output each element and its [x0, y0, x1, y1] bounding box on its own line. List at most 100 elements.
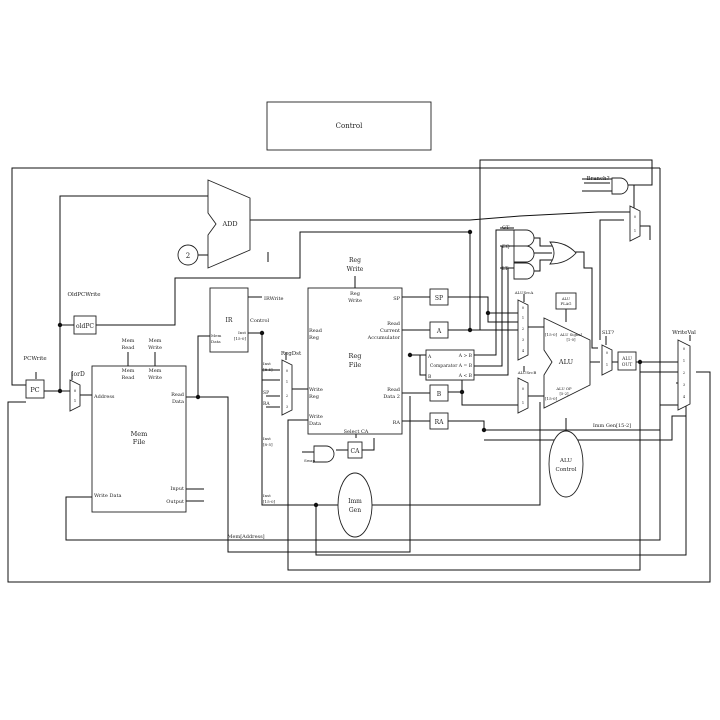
memory-file: Mem Read Mem Write Mem Read Mem Write Ad… — [91, 338, 265, 540]
flags-or-gate — [549, 241, 577, 265]
alusrca-mux — [517, 299, 529, 361]
gt-and-gate — [513, 229, 535, 247]
alu-out-line2: OUT — [622, 362, 632, 368]
memread-top-line2: Read — [122, 345, 136, 351]
alu-control-line1: ALU — [559, 458, 572, 464]
inst-bottom-line1: Inst — [263, 436, 271, 441]
comparator: A B A > B Comparator A = B A < B — [425, 349, 475, 381]
regfile-regwrite-line2: Write — [348, 298, 362, 304]
junction-dot — [485, 310, 491, 316]
irwrite-label: IRWrite — [264, 296, 284, 302]
slt-mux — [601, 344, 613, 376]
junction-dot — [195, 394, 201, 400]
control-label: Control — [336, 122, 363, 130]
instruction-register: IR IRWrite Mem Data Inst [15-0] Control — [209, 287, 284, 353]
regfile-box — [307, 287, 403, 435]
a-register-label: A — [436, 328, 442, 335]
pc-section: PCWrite PC OldPCWrite oldPC IorD 0 1 — [23, 292, 100, 412]
adder-label: ADD — [221, 220, 237, 228]
regfile-writereg-line2: Reg — [309, 394, 320, 400]
regdst-inst-line2: [8-5] — [263, 367, 273, 372]
alu-label: ALU — [558, 358, 574, 366]
regwrite-top-line2: Write — [347, 266, 364, 273]
memfile-input-port: Input — [170, 486, 184, 492]
regdst-mux-input-1: 1 — [286, 380, 288, 384]
memfile-title-line2: File — [133, 438, 146, 446]
alusrcb-mux — [517, 377, 529, 414]
junction-dot — [459, 389, 465, 395]
memfile-readdata-line1: Read — [171, 392, 185, 398]
memfile-title-line1: Mem — [131, 430, 148, 438]
branch-label: Branch? — [586, 176, 609, 182]
iord-mux-input-1: 1 — [74, 398, 77, 403]
junction-dot — [467, 327, 473, 333]
regdst-mux-input-0: 0 — [286, 369, 288, 373]
alu-bits-b: [15-0] — [545, 396, 558, 401]
memfile-readdata-line2: Data — [172, 399, 184, 405]
lt-and-gate — [513, 262, 535, 280]
regfile-readdata-line1: Read — [387, 387, 401, 393]
memread-in-line2: Read — [122, 375, 136, 381]
ir-label: IR — [226, 317, 233, 324]
b-register — [429, 384, 449, 402]
a-register — [429, 321, 449, 339]
junction-dot — [313, 502, 319, 508]
swap-label: Swap — [304, 458, 316, 463]
alusrca-mux-input-4: 4 — [522, 349, 525, 353]
alu-control-ellipse — [548, 430, 584, 498]
control-box — [266, 101, 432, 151]
iord-label: IorD — [71, 371, 85, 378]
writeval-mux-input-3: 3 — [683, 383, 685, 387]
comparator-gt: A > B — [458, 353, 473, 359]
writeval-mux-input-0: 0 — [683, 347, 685, 351]
regdst-mux-input-3: 3 — [286, 405, 288, 409]
ir-inst-line2: [15-0] — [234, 336, 247, 341]
iord-mux-input-0: 0 — [74, 388, 77, 393]
eq-flag-label: EQ — [502, 244, 510, 250]
alu-signal-line2: [1-0] — [566, 337, 576, 342]
alusrca-mux-input-2: 2 — [522, 327, 524, 331]
regfile-writedata-line2: Data — [309, 421, 321, 427]
ra-register-label: RA — [435, 419, 445, 426]
alu-flag-box — [555, 292, 577, 310]
comparator-box — [425, 349, 475, 381]
swap-and-gate — [313, 445, 335, 463]
memfile-writedata-port: Write Data — [94, 493, 121, 499]
regdst-ra-input: RA — [263, 401, 270, 407]
regfile-ra-port: RA — [393, 420, 401, 426]
alu-shape — [543, 317, 591, 409]
lt-flag-label: LT — [502, 266, 509, 272]
inst-immgen-line1: Inst — [263, 493, 271, 498]
regfile-readreg-line1: Read — [309, 328, 323, 334]
memfile-box — [91, 365, 187, 513]
pc-register — [25, 379, 45, 399]
writeval-mux-input-2: 2 — [683, 371, 685, 375]
immediate-generator: Imm Gen — [337, 472, 373, 538]
ca-register-label: CA — [351, 448, 361, 455]
regfile-readdata-line2: Data 2 — [383, 394, 400, 400]
register-file: Reg Write Reg Write Reg File Read Reg Re… — [307, 257, 403, 435]
writeval-mux-input-1: 1 — [683, 359, 685, 363]
oldpc-register — [73, 315, 97, 335]
inst-immgen-line2: [15-0] — [263, 499, 276, 504]
memwrite-in-line1: Mem — [149, 368, 162, 374]
immgen-label-line1: Imm — [348, 498, 362, 505]
pc-label: PC — [30, 386, 39, 394]
alusrcb-mux-input-1: 1 — [522, 401, 524, 405]
pc-source-mux — [629, 205, 641, 242]
comparator-input-b: B — [428, 374, 432, 380]
ir-memdata-line2: Data — [211, 339, 221, 344]
alusrcb-mux-input-0: 0 — [522, 387, 524, 391]
wires — [7, 159, 711, 583]
memread-top-line1: Mem — [122, 338, 135, 344]
memwrite-in-line2: Write — [148, 375, 162, 381]
junction-dot — [57, 322, 63, 328]
immgen-label-line2: Gen — [349, 507, 361, 514]
alu-group: ALU FLAG ALU ALU Signal [1-0] [15-0] [15… — [543, 292, 637, 498]
ra-register — [429, 412, 449, 430]
alu-source-muxes: ALUSrcA 0 1 2 3 4 ALUSrcB 0 1 — [514, 290, 536, 414]
regdst-mux — [281, 359, 293, 416]
iord-mux — [69, 379, 81, 412]
flag-logic: GT EQ LT Branch? — [502, 176, 629, 280]
